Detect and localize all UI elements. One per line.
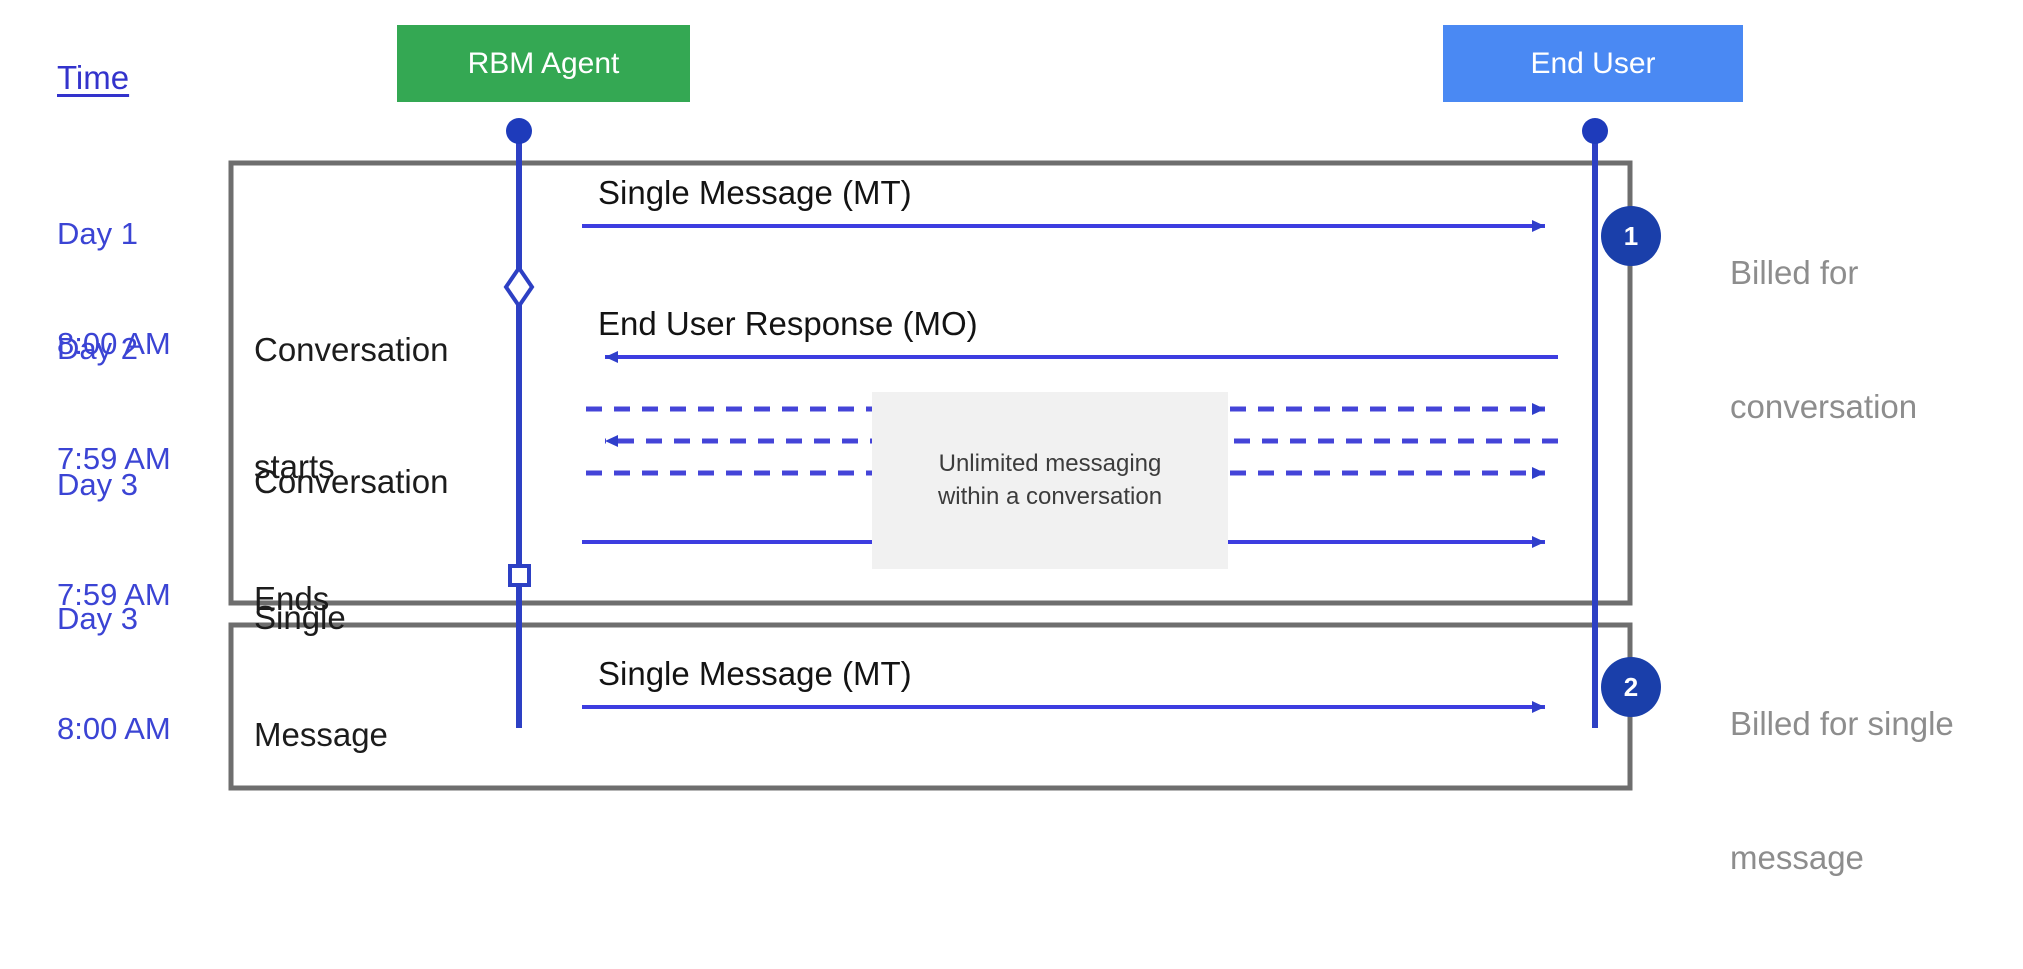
timestamp-day3-single-time: 8:00 AM <box>57 710 171 746</box>
diagram-graphics <box>228 118 1633 791</box>
timestamp-day2-day: Day 2 <box>57 331 138 367</box>
timestamp-day3-single-day: Day 3 <box>57 601 138 637</box>
actor-box-rbm-agent[interactable]: RBM Agent <box>397 25 690 102</box>
message-label-single-mt-2: Single Message (MT) <box>598 655 912 692</box>
timestamp-day3-single: Day 3 8:00 AM <box>57 528 171 821</box>
lifeline-note-conversation-ends-line2: Ends <box>254 579 330 617</box>
unlimited-messaging-note: Unlimited messaging within a conversatio… <box>872 392 1228 569</box>
lifeline-note-conversation-starts-line1: Conversation <box>254 330 449 368</box>
message-label-end-user-response: End User Response (MO) <box>598 305 978 342</box>
lifeline-note-conversation-starts-line2: starts <box>254 447 335 485</box>
billed-annotation-conversation: Billed for conversation <box>1730 162 1917 518</box>
timestamp-day3-end-time: 7:59 AM <box>57 576 171 612</box>
lifeline-note-conversation-ends-line1: Conversation <box>254 462 449 500</box>
billed-annotation-single-message-line2: message <box>1730 838 1864 876</box>
message-label-single-mt-1: Single Message (MT) <box>598 174 912 211</box>
timestamp-day2: Day 2 7:59 AM <box>57 258 171 551</box>
unlimited-messaging-note-line2: within a conversation <box>937 482 1163 510</box>
rbm-agent-lifeline-head <box>506 118 532 144</box>
billed-annotation-conversation-line2: conversation <box>1730 387 1918 425</box>
billed-annotation-conversation-line1: Billed for <box>1730 254 1859 292</box>
end-user-lifeline-head <box>1582 118 1608 144</box>
billing-badge-1[interactable]: 1 <box>1601 206 1661 266</box>
lifeline-note-single-message-line2: Message <box>254 715 388 753</box>
timestamp-day3-end-day: Day 3 <box>57 467 138 503</box>
lifeline-note-single-message-line1: Single <box>254 598 346 636</box>
conversation-start-diamond-marker <box>503 264 535 310</box>
conversation-frame-rect <box>228 160 1633 606</box>
unlimited-messaging-note-line1: Unlimited messaging <box>938 450 1162 478</box>
billed-annotation-single-message: Billed for single message <box>1730 613 1954 969</box>
billing-badge-2[interactable]: 2 <box>1601 657 1661 717</box>
conversation-end-square-marker <box>508 564 531 587</box>
time-column-header: Time <box>57 59 130 96</box>
lifeline-note-conversation-starts: Conversation starts <box>254 253 448 565</box>
actor-label-end-user: End User <box>1530 46 1656 80</box>
lifeline-note-conversation-ends: Conversation Ends <box>254 385 448 697</box>
actor-label-rbm-agent: RBM Agent <box>467 46 620 80</box>
timestamp-day2-time: 7:59 AM <box>57 440 171 476</box>
timestamp-day1-time: 8:00 AM <box>57 325 171 361</box>
lifeline-note-single-message: Single Message <box>254 521 388 833</box>
timestamp-day3-end: Day 3 7:59 AM <box>57 394 171 687</box>
timestamp-day1: Day 1 8:00 AM <box>57 143 171 436</box>
actor-box-end-user[interactable]: End User <box>1443 25 1743 102</box>
billed-annotation-single-message-line1: Billed for single <box>1730 705 1954 743</box>
unlimited-messaging-note-bg <box>872 392 1228 569</box>
billing-badge-1-number: 1 <box>1623 220 1639 251</box>
billing-badge-2-number: 2 <box>1623 671 1639 702</box>
timestamp-day1-day: Day 1 <box>57 216 138 252</box>
sequence-diagram-canvas: RBM Agent End User Time Day 1 8:00 AM Da… <box>57 25 1954 876</box>
